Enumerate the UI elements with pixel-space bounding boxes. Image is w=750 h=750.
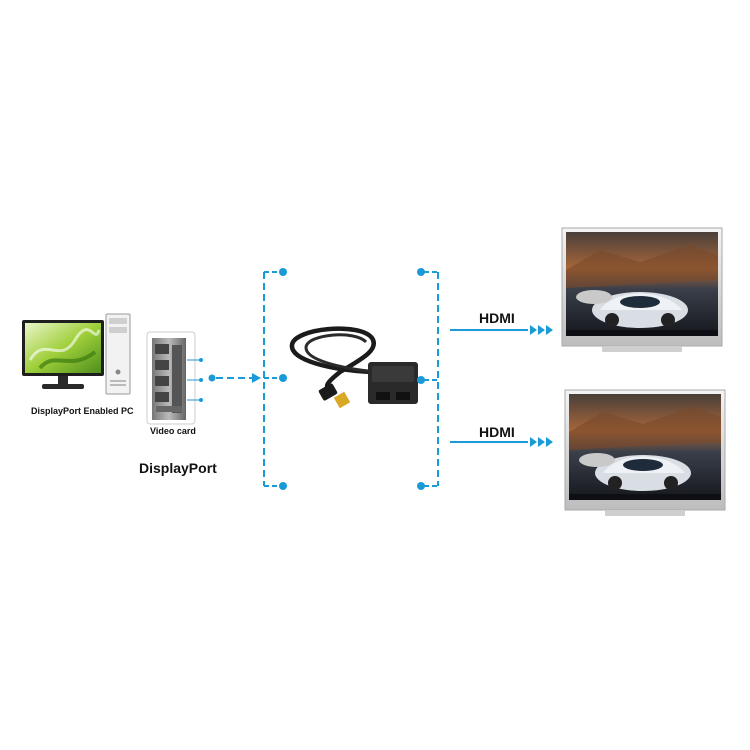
dp-connector-line — [208, 373, 261, 383]
hdmi-arrow-1 — [450, 325, 553, 335]
pc-label: DisplayPort Enabled PC — [31, 406, 134, 416]
pc-monitor-icon — [22, 320, 104, 389]
hdmi-label-2: HDMI — [479, 424, 515, 440]
hdmi-arrow-2 — [450, 437, 553, 447]
pc-tower-icon — [105, 313, 131, 395]
tv-icon — [561, 227, 723, 352]
hdmi-label-1: HDMI — [479, 310, 515, 326]
tv-icon — [564, 389, 726, 516]
left-bracket — [263, 268, 287, 490]
video-card-label: Video card — [150, 426, 196, 436]
video-card-icon — [146, 331, 203, 425]
right-bracket — [417, 268, 439, 490]
displayport-label: DisplayPort — [139, 460, 217, 476]
adapter-icon — [289, 326, 418, 409]
